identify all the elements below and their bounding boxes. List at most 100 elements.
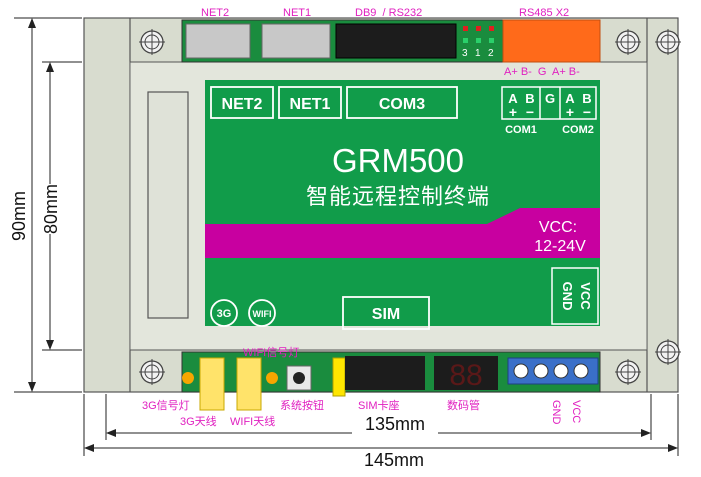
wifi-led-icon — [266, 372, 278, 384]
vcc-range-label: 12-24V — [534, 238, 586, 255]
3g-led-label: 3G信号灯 — [142, 399, 190, 412]
sim-socket[interactable] — [345, 356, 425, 390]
terminal-screw-icon — [573, 363, 589, 379]
led-icon — [476, 26, 481, 31]
rs485-terminal[interactable] — [502, 19, 601, 63]
screw-icon — [615, 359, 641, 385]
system-button-label: 系统按钮 — [280, 398, 324, 412]
arrow-icon — [84, 444, 94, 452]
rs485-pin-labels: A+ B- G A+ B- — [504, 66, 580, 78]
led-icon — [489, 26, 494, 31]
dim-145-gap — [351, 450, 437, 470]
com1-plus-label: + — [509, 104, 517, 120]
panel-net2-label: NET2 — [222, 96, 263, 113]
com2-b-label: B — [582, 91, 591, 106]
sim-box — [342, 296, 430, 330]
com2-plus-label: + — [566, 104, 574, 120]
arrow-icon — [106, 429, 116, 437]
dim-90-label: 90mm — [9, 191, 29, 241]
display-digits: 88 — [449, 359, 482, 392]
rs485-top-label: RS485 X2 — [519, 7, 569, 19]
net2-port[interactable] — [185, 23, 251, 59]
din-slot — [147, 91, 189, 319]
ground-g-label: G — [545, 91, 555, 106]
vcc-label: VCC: — [539, 219, 577, 236]
com2-a-label: A — [565, 91, 575, 106]
terminal-legend-box — [501, 86, 597, 120]
com1-b-label: B — [525, 91, 534, 106]
seven-segment-display — [434, 356, 498, 390]
display-label: 数码管 — [447, 398, 480, 412]
wifi-icon — [248, 299, 276, 327]
power-band — [205, 208, 600, 258]
led-icon — [489, 38, 494, 43]
arrow-icon — [46, 340, 54, 350]
wifi-led-label: WIFI信号灯 — [243, 346, 299, 359]
panel-gnd-label: GND — [560, 282, 575, 311]
screw-icon — [655, 339, 681, 365]
net2-top-label: NET2 — [201, 7, 229, 19]
arrow-icon — [641, 429, 651, 437]
arrow-icon — [668, 444, 678, 452]
dim-135-gap — [352, 416, 438, 434]
com2-minus-label: − — [583, 104, 591, 120]
led-icon — [476, 38, 481, 43]
dim-145-label: 145mm — [364, 450, 424, 470]
terminal-screw-icon — [533, 363, 549, 379]
led-label-2: 2 — [488, 48, 494, 59]
arrow-icon — [28, 18, 36, 28]
net1-top-label: NET1 — [283, 7, 311, 19]
led-label-1: 1 — [475, 48, 481, 59]
model-subtitle: 智能远程控制终端 — [306, 184, 490, 209]
net1-port[interactable] — [261, 23, 331, 59]
led-icon — [463, 38, 468, 43]
wifi-icon-label: WIFI — [253, 309, 272, 319]
led-icon — [463, 26, 468, 31]
terminal-legend: A B + − G A B + − COM1 COM2 — [501, 86, 597, 136]
power-terminal-box — [551, 267, 599, 325]
model-name: GRM500 — [332, 142, 464, 179]
wifi-antenna[interactable] — [236, 357, 262, 411]
3g-icon — [210, 299, 238, 327]
bottom-connector-strip: 88 — [181, 351, 601, 411]
terminal-screw-icon — [513, 363, 529, 379]
com1-minus-label: − — [526, 104, 534, 120]
screw-icon — [655, 29, 681, 55]
3g-led-icon — [182, 372, 194, 384]
panel-net1-label: NET1 — [290, 96, 331, 113]
vcc-bottom-label: VCC — [570, 400, 582, 423]
gnd-bottom-label: GND — [550, 400, 562, 425]
com1-a-label: A — [508, 91, 518, 106]
panel-com3-label: COM3 — [379, 96, 425, 113]
screw-icon — [139, 29, 165, 55]
dim-80-gap — [40, 184, 62, 234]
db9-port[interactable] — [335, 23, 457, 59]
arrow-icon — [28, 382, 36, 392]
com2-label: COM2 — [562, 124, 594, 136]
dim-80-label: 80mm — [41, 184, 61, 234]
top-connector-strip: 3 1 2 — [181, 19, 601, 63]
sim-label: SIM — [372, 306, 400, 323]
panel-background — [205, 80, 600, 326]
terminal-screw-icon — [553, 363, 569, 379]
dim-135-label: 135mm — [365, 414, 425, 434]
sim-eject-tab — [332, 357, 346, 397]
net2-box — [210, 86, 274, 119]
system-button-cap[interactable] — [293, 372, 305, 384]
screw-icon — [139, 359, 165, 385]
3g-icon-label: 3G — [217, 308, 232, 320]
screw-icon — [615, 29, 641, 55]
panel-vcc-label: VCC — [578, 282, 593, 310]
com1-label: COM1 — [505, 124, 537, 136]
net1-box — [278, 86, 342, 119]
3g-antenna[interactable] — [199, 357, 225, 411]
front-panel: NET2 NET1 COM3 A B + − G A B + − COM1 CO… — [205, 80, 600, 330]
db9-top-label: DB9 / RS232 — [355, 7, 422, 19]
mounting-screws — [139, 29, 681, 385]
wifi-antenna-label: WIFI天线 — [230, 414, 275, 428]
dim-90-gap — [6, 190, 28, 242]
com3-box — [346, 86, 458, 119]
led-label-3: 3 — [462, 48, 468, 59]
